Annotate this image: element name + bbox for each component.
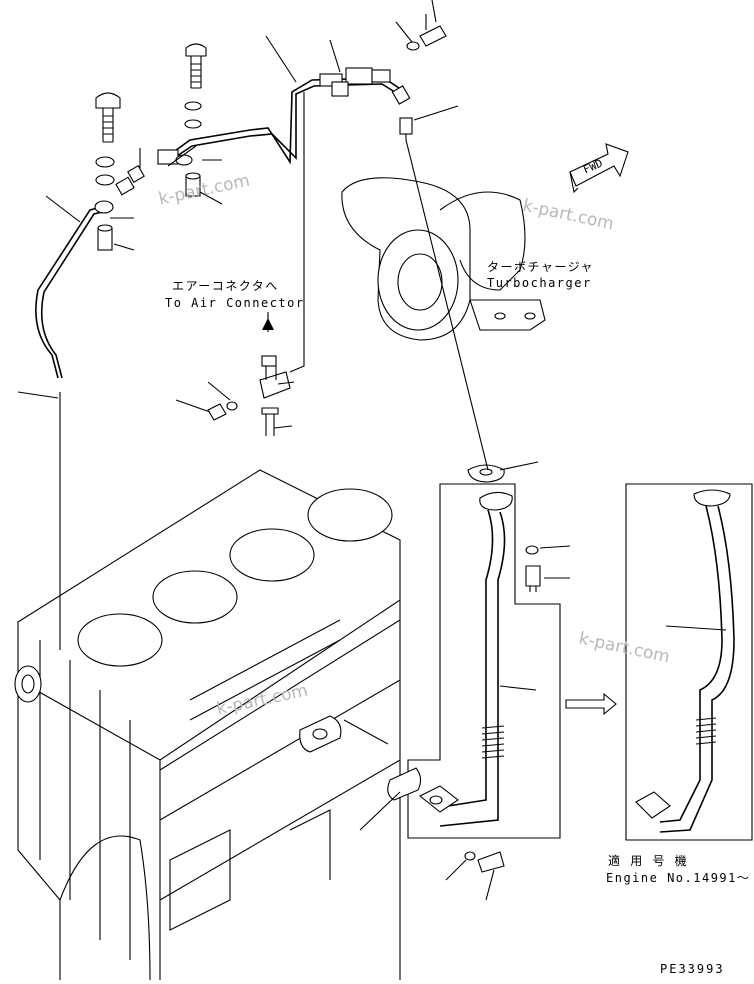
drawing-code: PE33993 (660, 962, 725, 976)
turbocharger-label-jp: ターボチャージャ (487, 260, 595, 274)
oil-drain-tube (387, 464, 753, 873)
serial-label-jp: 適 用 号 機 (608, 854, 689, 868)
leader-lines (17, 0, 727, 901)
air-connector-label-en: To Air Connector (165, 296, 305, 310)
hardware-upper (95, 14, 447, 251)
serial-label-en: Engine No.14991～ (606, 871, 751, 885)
turbocharger (341, 177, 546, 341)
fwd-arrow (569, 143, 629, 194)
engine-block (14, 469, 401, 981)
air-connector-label-jp: エアーコネクタへ (172, 279, 279, 293)
oil-inlet-tube (35, 67, 411, 379)
air-connector-hardware (207, 92, 305, 436)
turbocharger-label-en: Turbocharger (487, 276, 592, 290)
